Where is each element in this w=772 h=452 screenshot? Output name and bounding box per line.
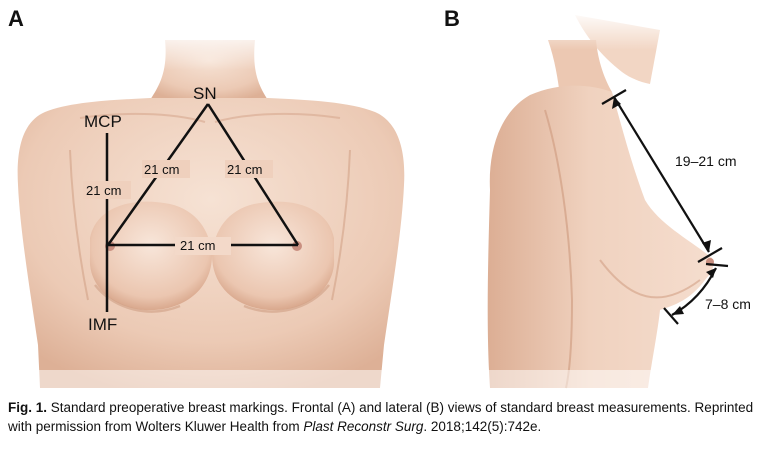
imf-tick <box>663 307 679 325</box>
panel-label-a: A <box>8 6 24 31</box>
mcp-label: MCP <box>84 112 122 131</box>
sn-to-left-nipple-distance: 21 cm <box>227 162 262 177</box>
nipple-tick-lower <box>705 262 729 268</box>
nipple-to-nipple-distance: 21 cm <box>180 238 215 253</box>
journal-name: Plast Reconstr Surg <box>303 419 424 434</box>
sn-to-nipple-distance: 19–21 cm <box>675 153 736 169</box>
imf-label: IMF <box>88 315 117 334</box>
figure-caption: Fig. 1. Standard preoperative breast mar… <box>8 398 764 436</box>
sn-to-right-nipple-distance: 21 cm <box>144 162 179 177</box>
figure-number: Fig. 1. <box>8 400 48 415</box>
lateral-torso-illustration <box>480 10 714 395</box>
panel-label-b: B <box>444 6 460 31</box>
sn-label: SN <box>193 84 217 103</box>
mcp-to-nipple-distance: 21 cm <box>86 183 121 198</box>
lateral-markings <box>601 89 729 325</box>
caption-text: Standard preoperative breast markings. F… <box>8 400 754 434</box>
sn-to-nipple-dimension-line <box>613 96 710 253</box>
nipple-to-imf-distance: 7–8 cm <box>705 296 751 312</box>
nipple-tick-upper <box>697 247 723 263</box>
citation-details: . 2018;142(5):742e. <box>423 419 542 434</box>
breast-marking-figure: SN MCP 21 cm 21 cm 21 cm 21 cm IMF <box>17 10 751 395</box>
